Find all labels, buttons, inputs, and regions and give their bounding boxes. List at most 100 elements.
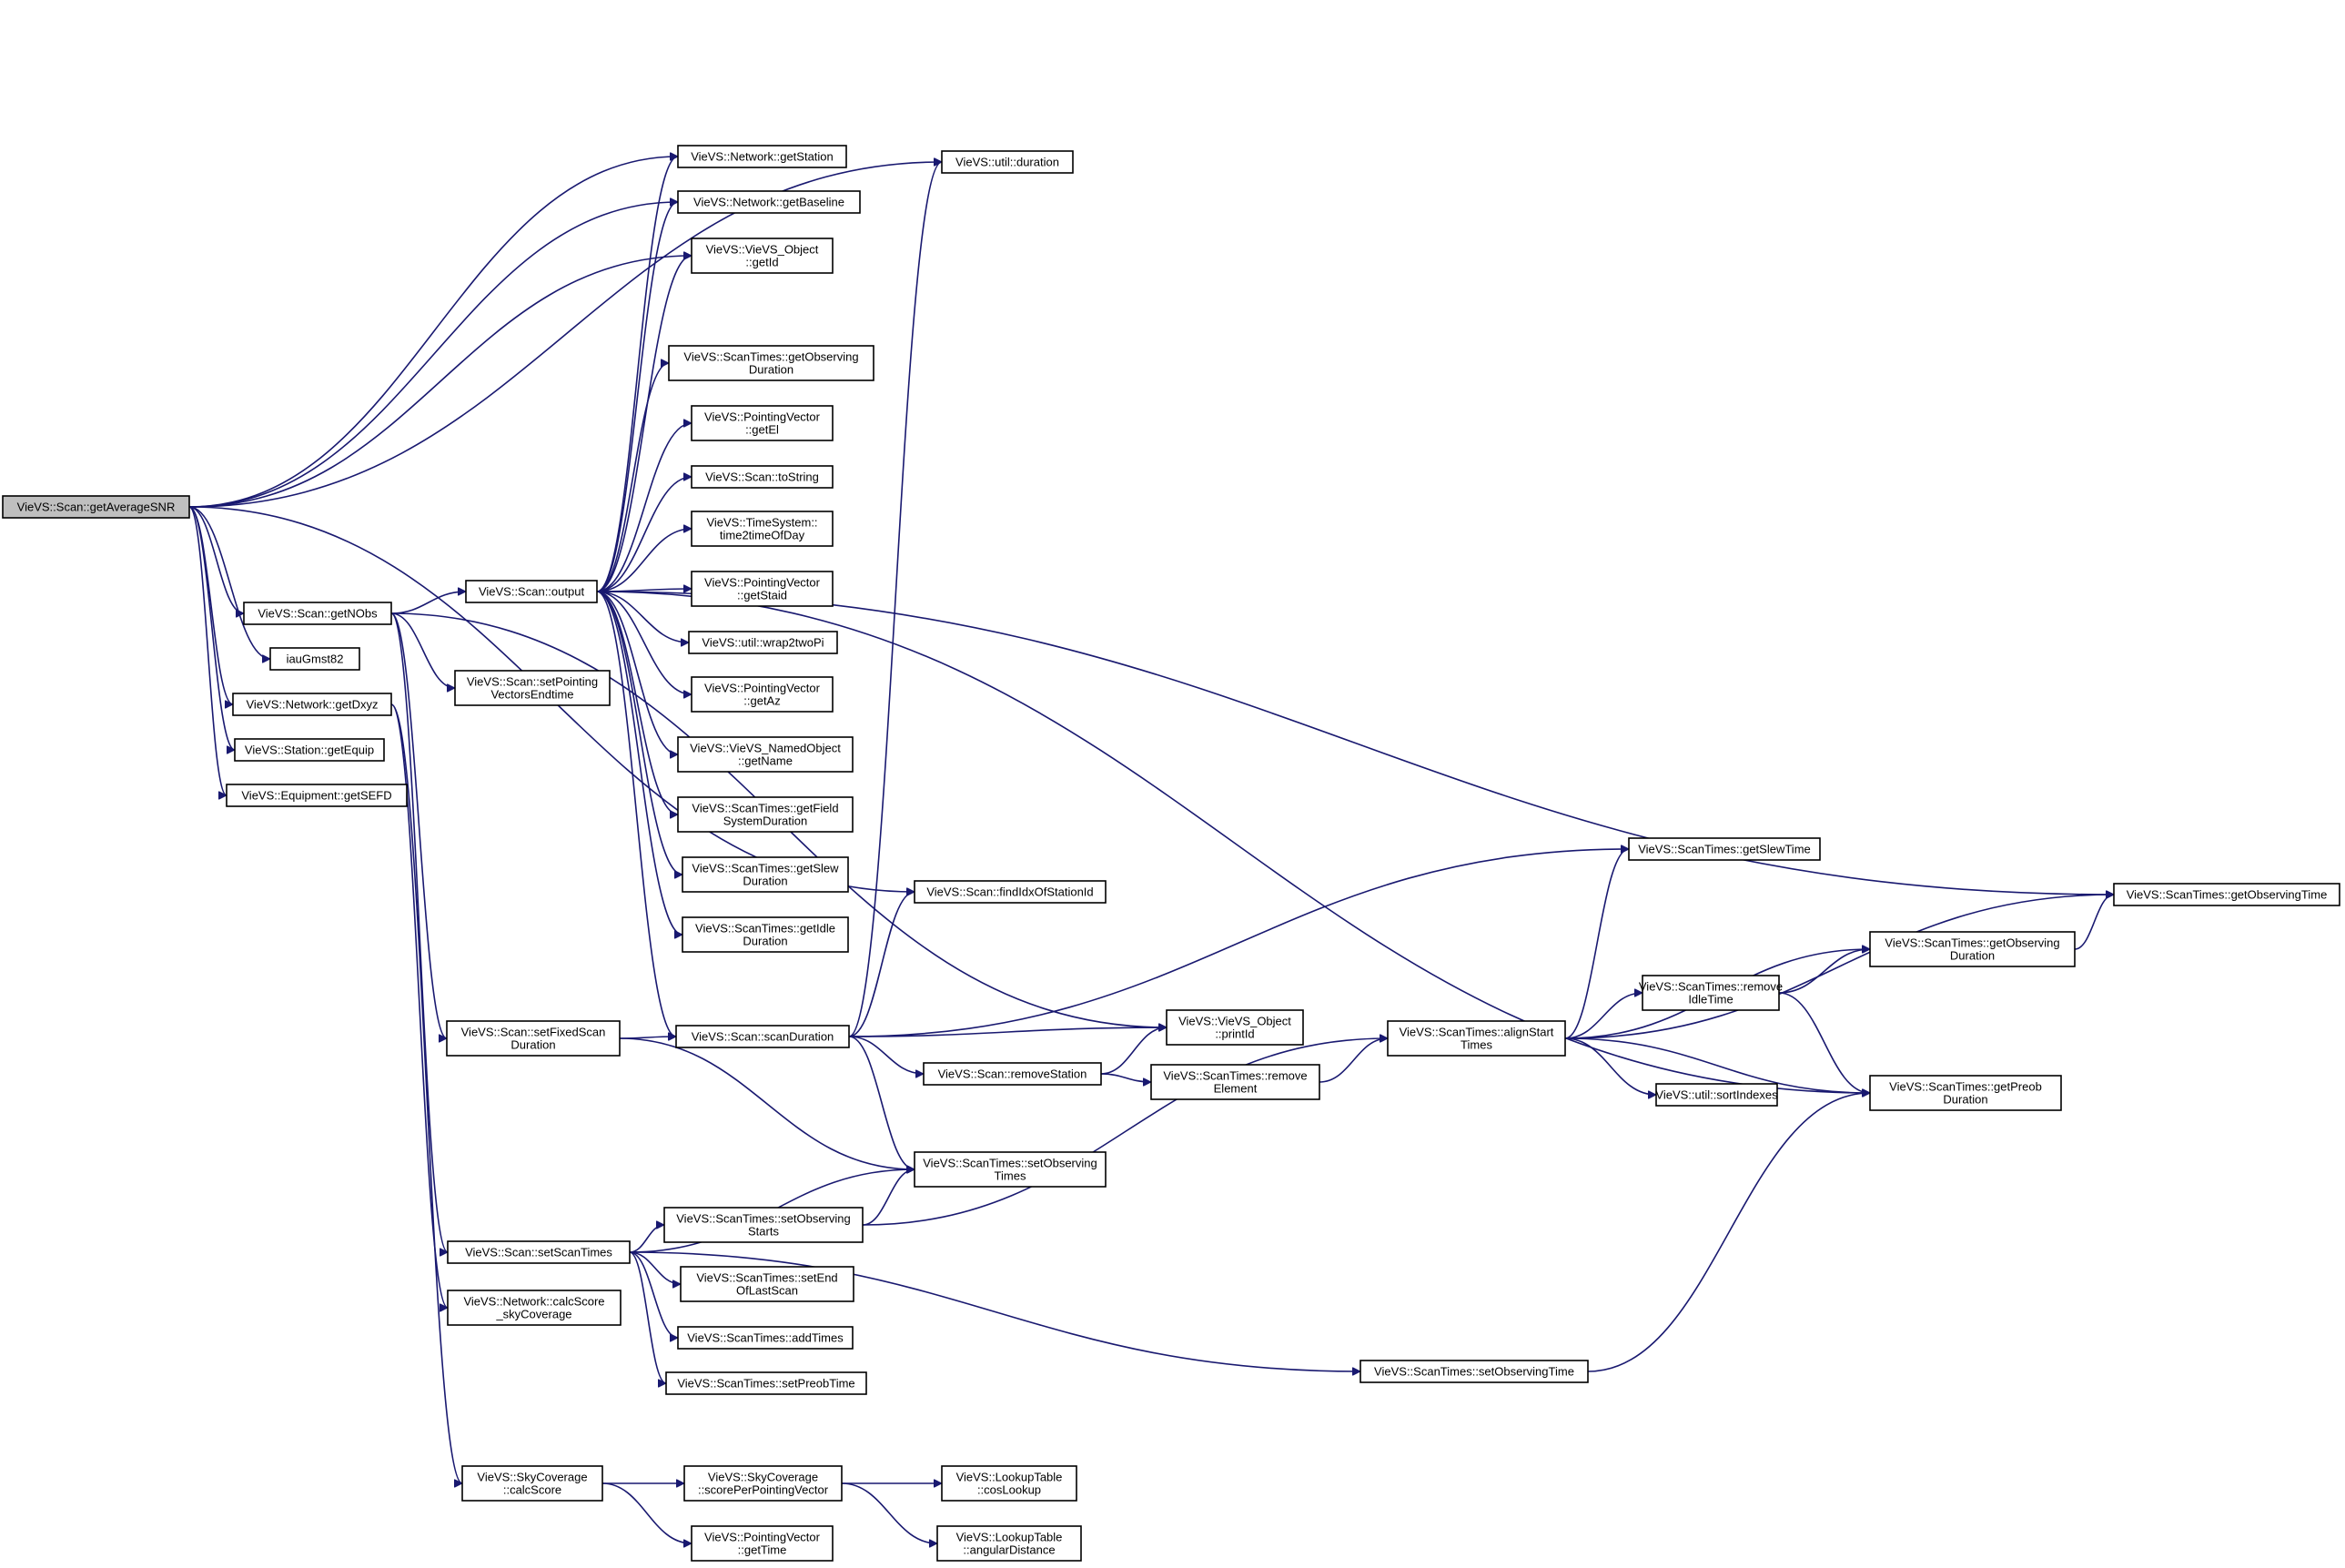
node-box: [691, 465, 834, 489]
node-box: [677, 796, 854, 833]
function-node[interactable]: VieVS::PointingVector::getAz: [691, 676, 834, 713]
edge-n0-n4: [188, 256, 692, 508]
node-label: VieVS::Network::getBaseline: [693, 196, 844, 209]
edge-n21-n4: [596, 256, 692, 592]
function-node[interactable]: VieVS::ScanTimes::getSlewTime: [1628, 837, 1821, 861]
node-label: ::getAz: [743, 694, 780, 708]
function-node[interactable]: VieVS::Scan::toString: [691, 465, 834, 489]
node-label: VieVS::ScanTimes::getSlew: [692, 862, 839, 875]
function-node[interactable]: VieVS::LookupTable::angularDistance: [936, 1525, 1082, 1562]
node-label: VieVS::VieVS_Object: [706, 243, 819, 257]
edge-n24-n27: [848, 1036, 924, 1074]
function-node[interactable]: VieVS::SkyCoverage::scorePerPointingVect…: [683, 1465, 843, 1502]
node-label: VieVS::TimeSystem::: [706, 516, 817, 530]
edge-n21-n31: [596, 591, 2114, 895]
function-node[interactable]: VieVS::Scan::getNObs: [243, 602, 392, 625]
node-box: [691, 571, 834, 607]
edge-n23-n36: [619, 1037, 915, 1169]
function-node[interactable]: VieVS::VieVS_Object::getId: [691, 238, 834, 274]
edge-n0-n16: [188, 506, 245, 613]
function-node[interactable]: VieVS::ScanTimes::setObservingTime: [1359, 1360, 1589, 1383]
edge-n37-n43: [629, 1251, 1360, 1371]
function-node[interactable]: iauGmst82: [269, 647, 360, 671]
node-label: VieVS::ScanTimes::getField: [692, 802, 838, 815]
node-box: [461, 1465, 603, 1502]
edge-n38-n36: [862, 1169, 915, 1226]
function-node[interactable]: VieVS::ScanTimes::getObservingTime: [2113, 883, 2340, 906]
function-node[interactable]: VieVS::Network::getBaseline: [677, 190, 861, 214]
function-node[interactable]: VieVS::TimeSystem::time2timeOfDay: [691, 511, 834, 547]
node-label: ::cosLookup: [977, 1483, 1041, 1497]
edge-n21-n11: [596, 591, 692, 694]
root-function-node[interactable]: VieVS::Scan::getAverageSNR: [2, 495, 190, 519]
edge-n18-n44: [390, 703, 463, 1483]
function-node[interactable]: VieVS::VieVS_NamedObject::getName: [677, 736, 854, 773]
edge-n33-n32: [1778, 949, 1870, 994]
function-node[interactable]: VieVS::PointingVector::getStaid: [691, 571, 834, 607]
function-node[interactable]: VieVS::ScanTimes::addTimes: [677, 1326, 854, 1350]
node-box: [683, 1465, 843, 1502]
function-node[interactable]: VieVS::Network::getDxyz: [232, 693, 392, 716]
function-node[interactable]: VieVS::VieVS_Object::printId: [1166, 1009, 1304, 1046]
node-box: [269, 647, 360, 671]
function-node[interactable]: VieVS::Equipment::getSEFD: [226, 784, 408, 807]
function-node[interactable]: VieVS::Scan::removeStation: [923, 1062, 1102, 1086]
function-node[interactable]: VieVS::util::duration: [941, 150, 1074, 174]
node-box: [1150, 1064, 1320, 1100]
function-node[interactable]: VieVS::Scan::output: [465, 580, 598, 603]
edge-n0-n3: [188, 202, 678, 508]
node-label: VieVS::VieVS_Object: [1178, 1015, 1291, 1028]
function-node[interactable]: VieVS::PointingVector::getTime: [691, 1525, 834, 1562]
function-node[interactable]: VieVS::util::wrap2twoPi: [688, 631, 838, 654]
function-node[interactable]: VieVS::ScanTimes::setPreobTime: [665, 1371, 867, 1395]
function-node[interactable]: VieVS::Network::calcScore_skyCoverage: [447, 1290, 622, 1326]
node-label: VieVS::LookupTable: [956, 1471, 1063, 1484]
edge-n43-n35: [1587, 1093, 1870, 1372]
node-label: VieVS::Scan::findIdxOfStationId: [926, 885, 1093, 899]
node-label: VieVS::Scan::setFixedScan: [461, 1026, 606, 1039]
edge-n0-n2: [188, 157, 678, 508]
node-label: Duration: [1943, 1093, 1987, 1107]
node-label: _skyCoverage: [495, 1308, 571, 1321]
function-node[interactable]: VieVS::Scan::setScanTimes: [447, 1240, 631, 1264]
function-node[interactable]: VieVS::Scan::findIdxOfStationId: [914, 880, 1107, 904]
node-box: [447, 1240, 631, 1264]
edge-n21-n12: [596, 591, 679, 754]
function-node[interactable]: VieVS::SkyCoverage::calcScore: [461, 1465, 603, 1502]
node-box: [446, 1020, 621, 1057]
node-box: [691, 1525, 834, 1562]
node-label: VieVS::ScanTimes::setObserving: [923, 1157, 1097, 1170]
node-label: IdleTime: [1688, 993, 1733, 1007]
edges-layer: [188, 157, 2115, 1543]
function-node[interactable]: VieVS::Station::getEquip: [234, 738, 385, 762]
node-label: VieVS::VieVS_NamedObject: [690, 742, 841, 755]
edge-n24-n26: [848, 1027, 1167, 1037]
node-label: OfLastScan: [736, 1284, 798, 1298]
edge-n21-n7: [596, 477, 692, 592]
node-box: [1655, 1083, 1778, 1107]
edge-n21-n8: [596, 529, 692, 592]
node-box: [1359, 1360, 1589, 1383]
node-label: VieVS::Scan::output: [479, 585, 585, 599]
function-node[interactable]: VieVS::LookupTable::cosLookup: [941, 1465, 1077, 1502]
function-node[interactable]: VieVS::Scan::scanDuration: [675, 1025, 850, 1048]
function-node[interactable]: VieVS::Network::getStation: [677, 145, 847, 168]
function-node[interactable]: VieVS::PointingVector::getEl: [691, 405, 834, 441]
function-node[interactable]: VieVS::util::sortIndexes: [1655, 1083, 1778, 1107]
edge-n24-n36: [848, 1036, 915, 1169]
node-label: VieVS::util::sortIndexes: [1655, 1088, 1778, 1102]
